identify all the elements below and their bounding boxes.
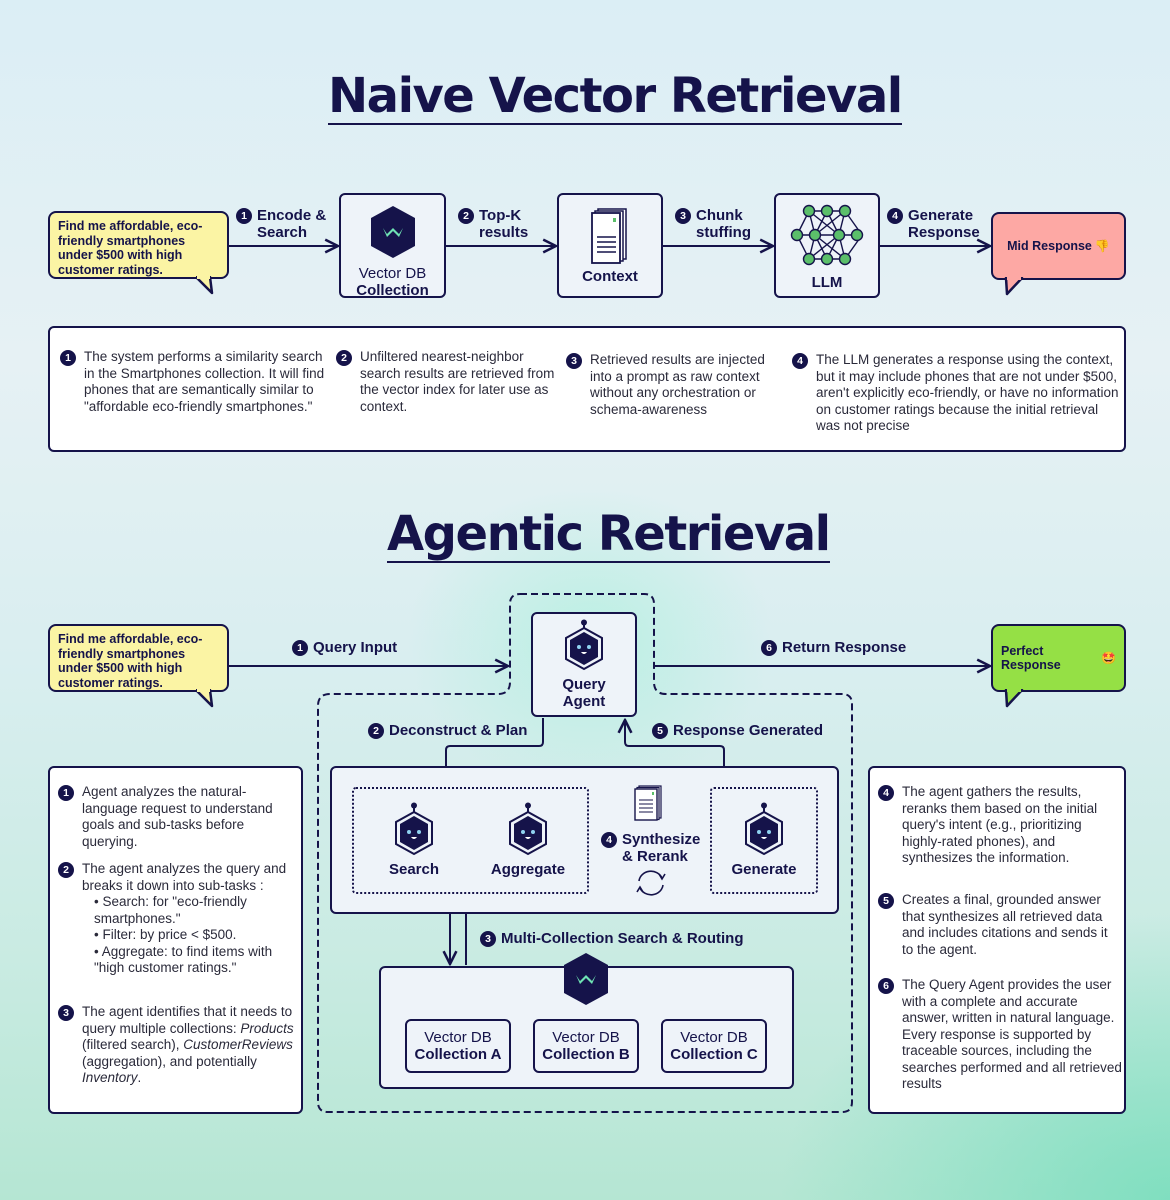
aggregate-agent: Aggregate xyxy=(483,802,573,878)
perfect-response-bubble-tail xyxy=(1004,689,1024,708)
naive-section-title: Naive Vector Retrieval xyxy=(328,68,903,125)
agentic-step-3-label: 3 Multi-Collection Search & Routing xyxy=(480,930,744,947)
llm-node: LLM xyxy=(774,193,880,298)
naive-description-4: 4 The LLM generates a response using the… xyxy=(792,352,1122,435)
naive-description-1: 1 The system performs a similarity searc… xyxy=(60,349,325,415)
robot-agent-icon xyxy=(565,619,603,671)
robot-agent-icon xyxy=(395,802,433,856)
search-aggregate-group xyxy=(352,787,589,894)
query-agent-node: Query Agent xyxy=(531,612,637,717)
star-struck-emoji-icon: 🤩 xyxy=(1101,650,1116,665)
step-number-badge: 1 xyxy=(236,208,252,224)
agentic-description-6: 6 The Query Agent provides the user with… xyxy=(878,977,1122,1093)
naive-description-2: 2 Unfiltered nearest-neighbor search res… xyxy=(336,349,556,415)
naive-step-1-label: 1 Encode &Search xyxy=(236,207,326,241)
perfect-response-bubble: Perfect Response🤩 xyxy=(991,624,1126,692)
agentic-step-1-label: 1 Query Input xyxy=(292,639,397,656)
agentic-step-4-label: 4 Synthesize& Rerank xyxy=(601,831,700,865)
weaviate-logo-icon xyxy=(564,953,608,1005)
agentic-step-5-label: 5 Response Generated xyxy=(652,722,823,739)
naive-query-bubble-tail xyxy=(196,276,214,295)
agentic-query-bubble: Find me affordable, eco-friendly smartph… xyxy=(48,624,229,692)
agentic-right-descriptions-panel xyxy=(868,766,1126,1114)
document-stack-icon xyxy=(591,208,627,264)
agentic-step-2-label: 2 Deconstruct & Plan xyxy=(368,722,527,739)
weaviate-logo-icon xyxy=(370,206,415,258)
thumbs-down-icon: 👎 xyxy=(1094,238,1110,253)
mid-response-bubble-tail xyxy=(1004,277,1024,296)
subtask-item: Aggregate: to find items with "high cust… xyxy=(94,944,298,977)
collection-a-node: Vector DB Collection A xyxy=(405,1019,511,1073)
agentic-section-title: Agentic Retrieval xyxy=(387,506,831,563)
agentic-description-5: 5 Creates a final, grounded answer that … xyxy=(878,892,1122,958)
neural-network-icon xyxy=(790,204,864,266)
naive-query-bubble: Find me affordable, eco-friendly smartph… xyxy=(48,211,229,279)
robot-agent-icon xyxy=(509,802,547,856)
generate-agent: Generate xyxy=(724,802,804,878)
collection-c-node: Vector DB Collection C xyxy=(661,1019,767,1073)
subtask-list: Search: for "eco-friendly smartphones." … xyxy=(94,894,298,977)
agentic-description-1: 1 Agent analyzes the natural-language re… xyxy=(58,784,298,850)
vector-db-collection-node: Vector DB Collection xyxy=(339,193,446,299)
search-agent: Search xyxy=(374,802,454,878)
generate-group xyxy=(710,787,818,894)
step-number-badge: 3 xyxy=(675,208,691,224)
robot-agent-icon xyxy=(745,802,783,856)
naive-description-3: 3 Retrieved results are injected into a … xyxy=(566,352,786,418)
naive-descriptions-panel xyxy=(48,326,1126,452)
agentic-query-bubble-tail xyxy=(196,689,214,708)
step-number-badge: 2 xyxy=(458,208,474,224)
agentic-description-3: 3 The agent identifies that it needs to … xyxy=(58,1004,298,1087)
refresh-cycle-icon xyxy=(636,870,666,896)
agentic-description-2: 2 The agent analyzes the query and break… xyxy=(58,861,298,977)
step-number-badge: 4 xyxy=(887,208,903,224)
collection-b-node: Vector DB Collection B xyxy=(533,1019,639,1073)
mid-response-bubble: Mid Response👎 xyxy=(991,212,1126,280)
agentic-step-6-label: 6 Return Response xyxy=(761,639,906,656)
document-icon xyxy=(634,785,662,821)
subtask-item: Filter: by price < $500. xyxy=(94,927,298,944)
context-node: Context xyxy=(557,193,663,298)
subtask-item: Search: for "eco-friendly smartphones." xyxy=(94,894,298,927)
agent-boundary-dashed xyxy=(317,593,853,1113)
agentic-description-4: 4 The agent gathers the results, reranks… xyxy=(878,784,1122,867)
